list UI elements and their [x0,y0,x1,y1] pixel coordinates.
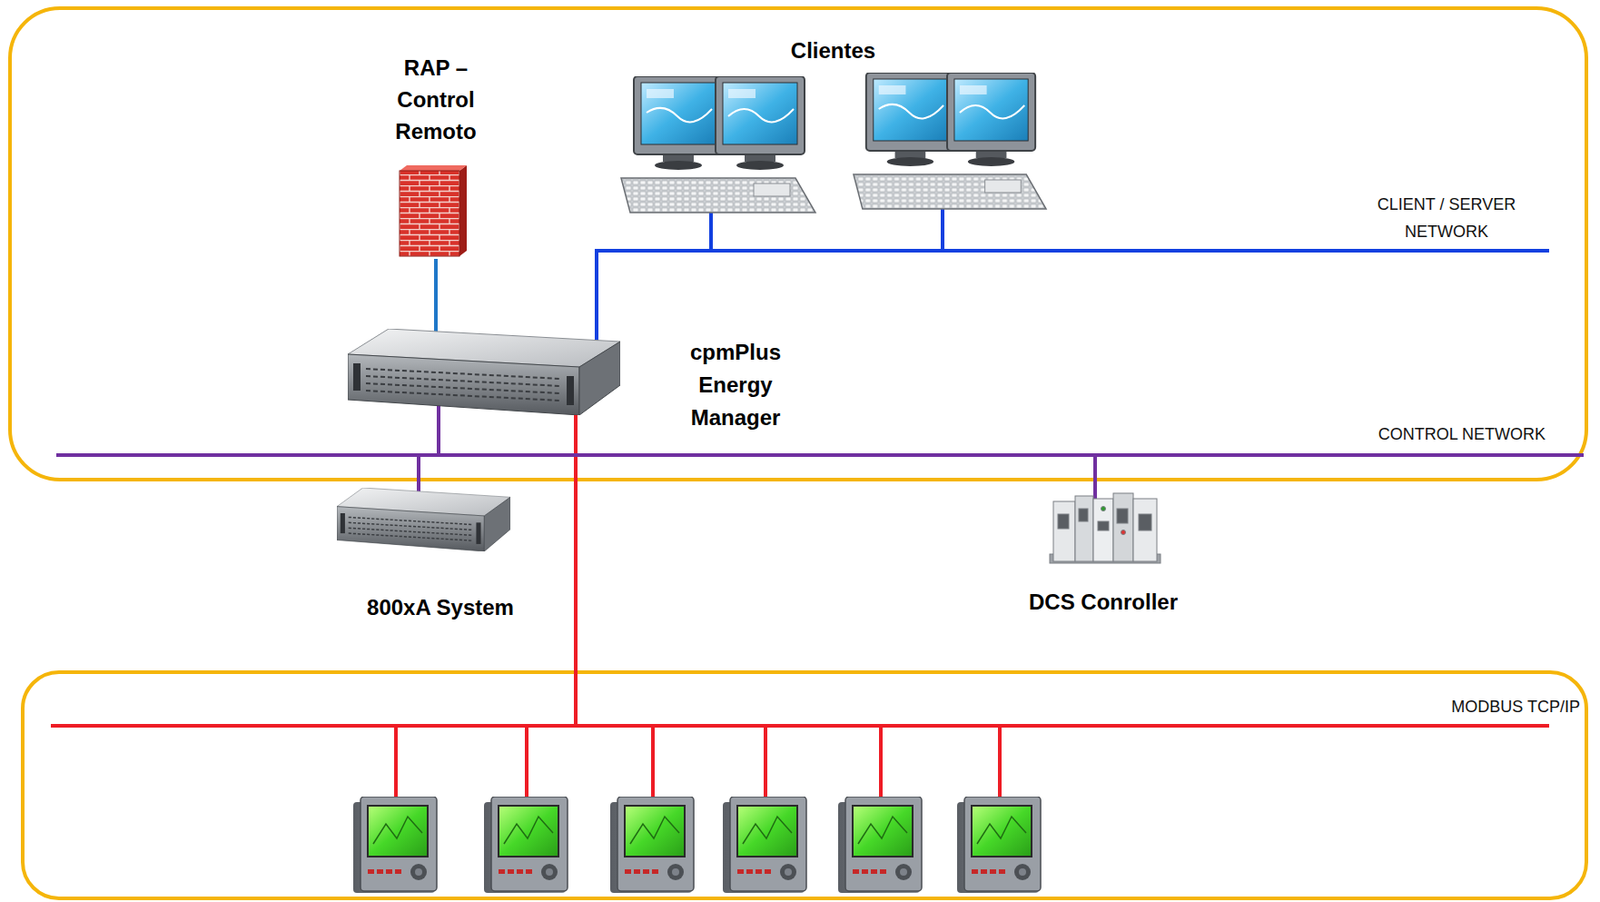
network-link [434,258,438,327]
network-name: CONTROL NETWORK [1309,423,1546,445]
field-region [22,671,1587,899]
node-label: RAP – Control Remoto [378,51,494,148]
system-node: 800xA System [331,481,554,627]
network-link [596,224,712,327]
modbus-bus [50,723,1550,728]
workstation-icon [853,72,1047,209]
firewall-icon [399,165,467,257]
client-drop [940,208,945,251]
node-label: DCS Conroller [994,588,1213,616]
modbus-link [573,381,578,726]
node-label: cpmPlus Energy Manager [662,335,809,435]
network-label: MODBUS TCP/IP [1343,695,1581,718]
node-label: 800xA System [331,593,550,622]
controller-icon [1049,493,1161,563]
network-link [418,437,439,482]
remote-access-node: RAP – Control Remoto [378,45,497,259]
workstation-icon [621,76,816,213]
client-group-node: Clientes [608,27,1062,225]
network-label: CLIENT / SERVER NETWORK [1364,190,1529,246]
network-label: CONTROL NETWORK [1309,423,1546,445]
server-icon [336,487,511,552]
server-node: cpmPlus Energy Manager [343,326,816,438]
controller-node: DCS Conroller [994,485,1216,623]
network-name: CLIENT / SERVER NETWORK [1364,190,1529,246]
node-label: Clientes [608,37,1058,65]
power-meters [353,796,1041,893]
plant-region [9,8,1587,480]
network-link [438,437,1096,486]
meter-drops [395,725,1000,800]
client-server-bus [596,248,1550,253]
server-icon [347,328,621,415]
network-name: MODBUS TCP/IP [1343,695,1581,718]
